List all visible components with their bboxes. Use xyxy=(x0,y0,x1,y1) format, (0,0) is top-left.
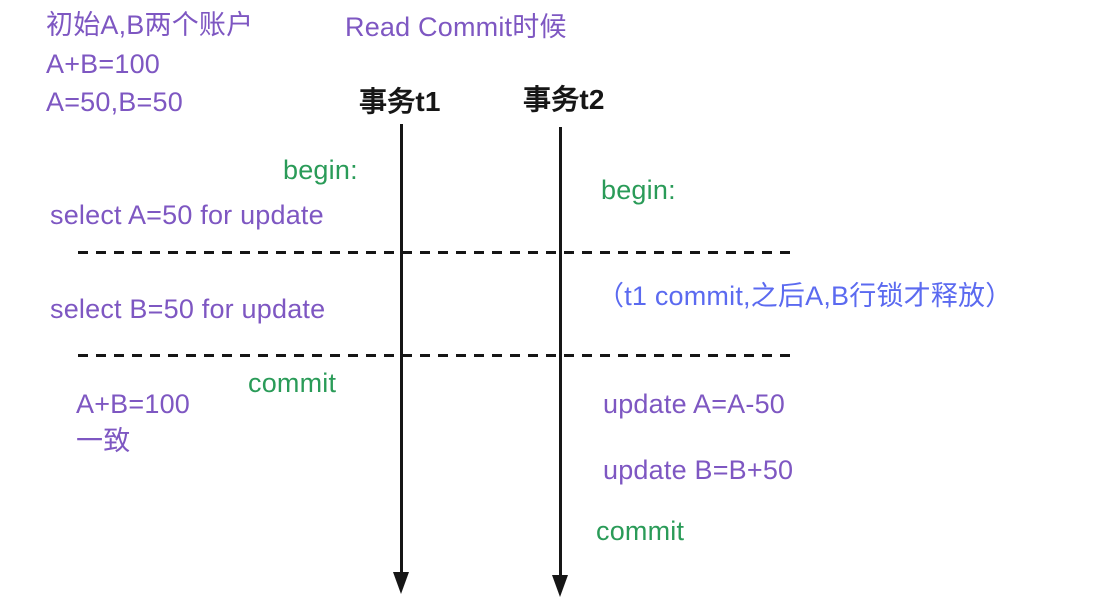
time-separator-1 xyxy=(78,251,796,254)
t1-select-a-statement: select A=50 for update xyxy=(50,200,324,230)
t1-commit-statement: commit xyxy=(248,368,337,398)
t2-update-a-statement: update A=A-50 xyxy=(603,389,786,419)
t1-result-line2: 一致 xyxy=(76,426,131,456)
t2-commit-statement: commit xyxy=(596,516,685,546)
t2-update-b-statement: update B=B+50 xyxy=(603,455,794,485)
t2-timeline-line xyxy=(559,127,562,575)
t1-timeline-line xyxy=(400,124,403,572)
t2-begin-statement: begin: xyxy=(601,175,676,205)
transaction-t2-label: 事务t2 xyxy=(523,84,605,115)
time-separator-2 xyxy=(78,354,796,357)
transaction-t1-label: 事务t1 xyxy=(359,86,441,117)
t1-select-b-statement: select B=50 for update xyxy=(50,294,326,324)
scenario-title: Read Commit时候 xyxy=(345,12,567,42)
t1-begin-statement: begin: xyxy=(283,155,358,185)
t1-arrow-down-icon xyxy=(393,572,409,594)
t1-result-line1: A+B=100 xyxy=(76,389,191,419)
initial-accounts-note-line3: A=50,B=50 xyxy=(46,87,183,117)
initial-accounts-note-line2: A+B=100 xyxy=(46,49,161,79)
t2-arrow-down-icon xyxy=(552,575,568,597)
initial-accounts-note-line1: 初始A,B两个账户 xyxy=(46,10,254,40)
t2-lock-release-note: （t1 commit,之后A,B行锁才释放） xyxy=(597,281,1013,311)
